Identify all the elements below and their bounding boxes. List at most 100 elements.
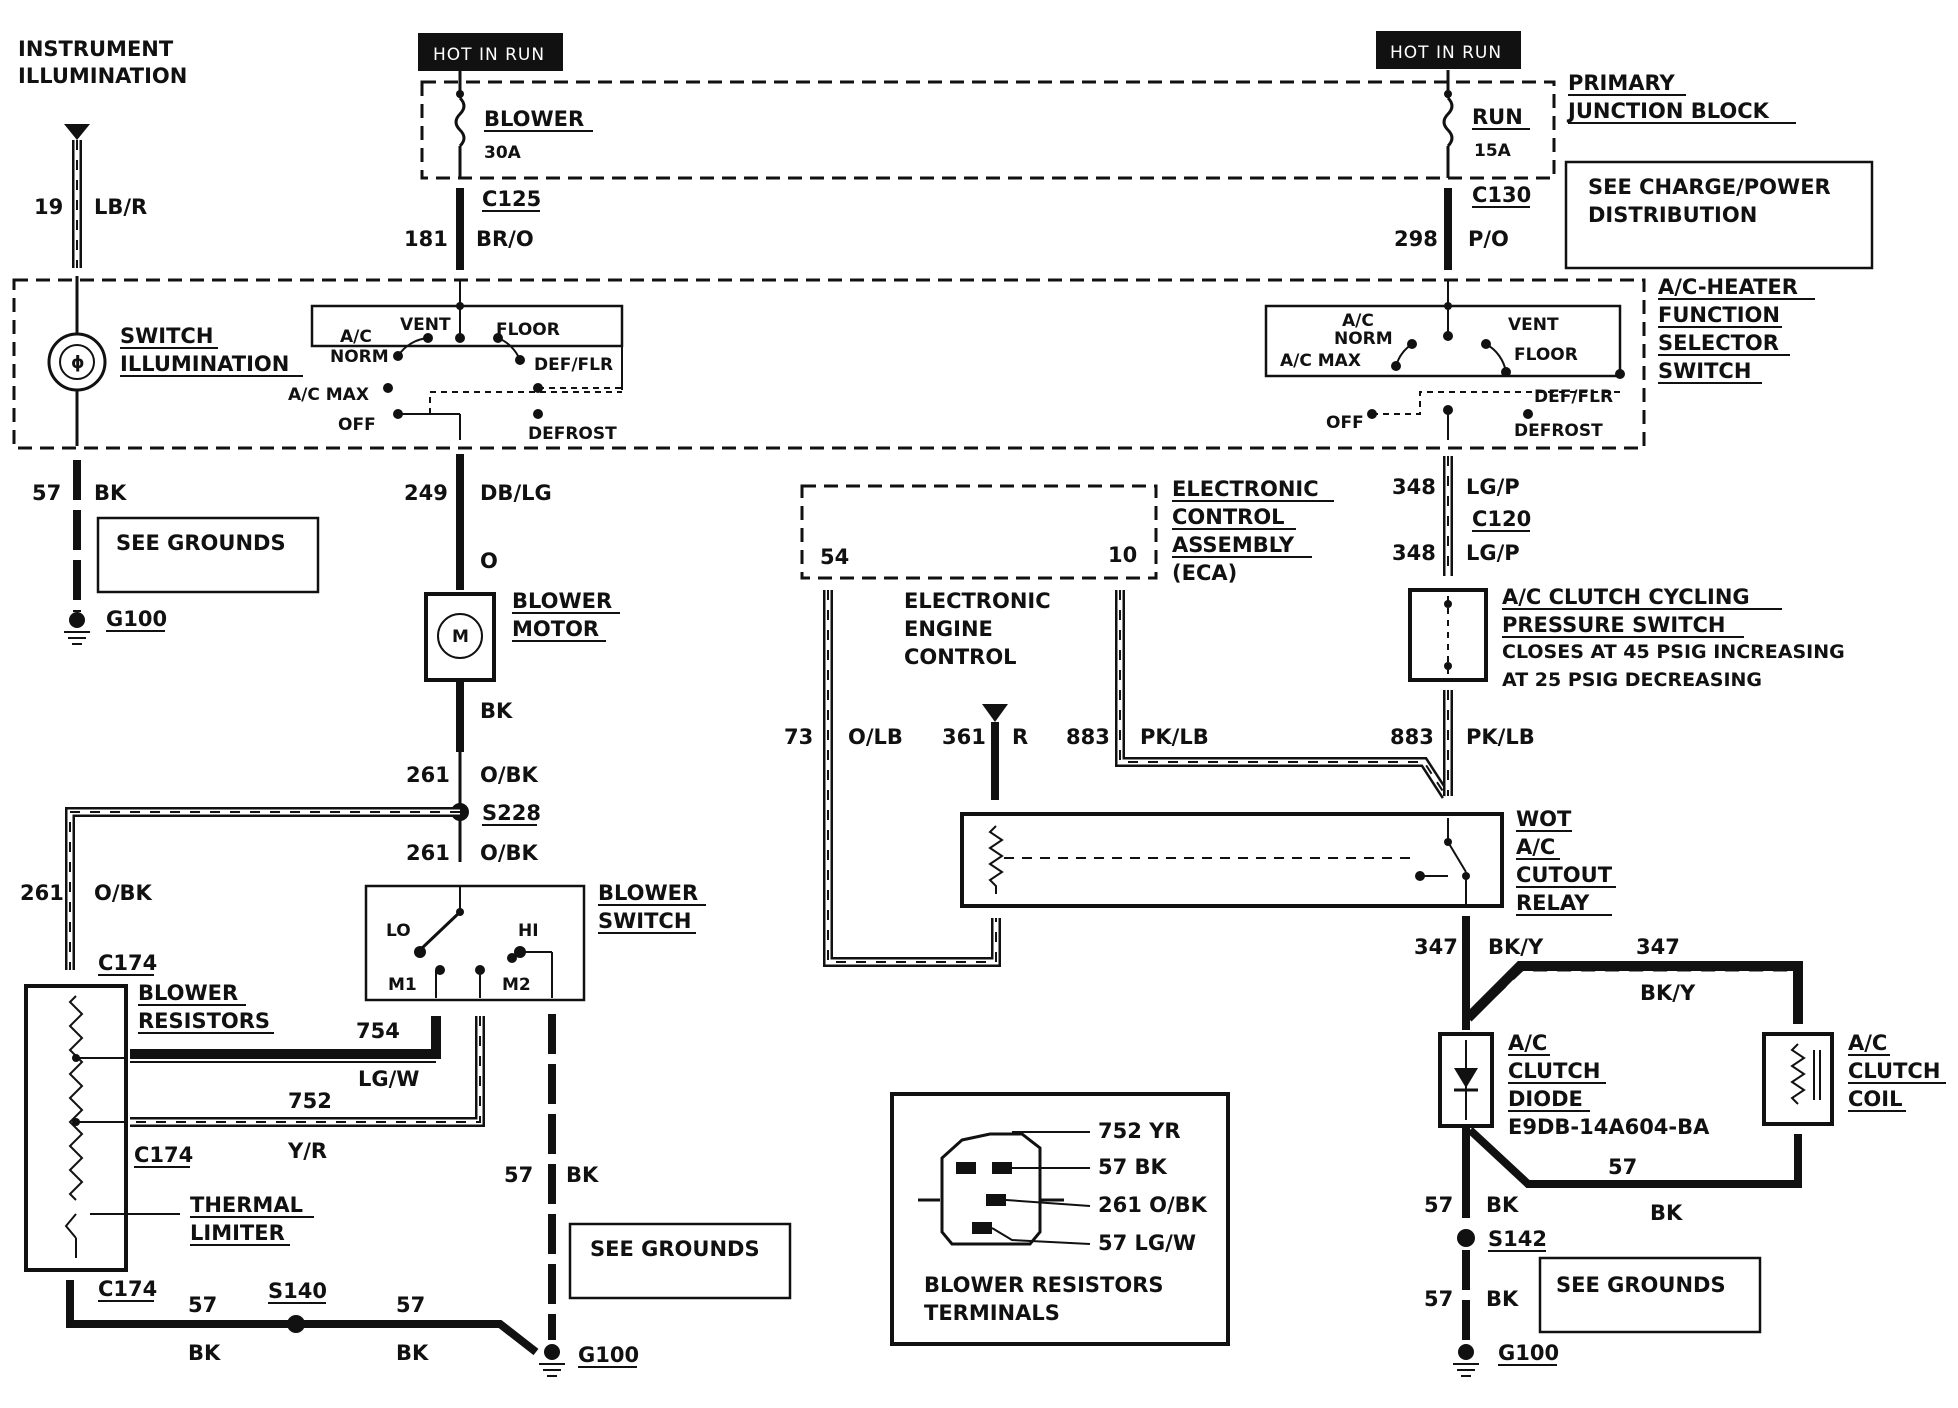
right-norm-label: NORM: [1334, 329, 1393, 349]
hot-in-run-left-tag: HOT IN RUN: [418, 33, 563, 71]
resistor-terminals-inset: [890, 1092, 1230, 1346]
s142-splice-icon: [1457, 1229, 1475, 1247]
see-charge-text-1: SEE CHARGE/POWER: [1588, 175, 1831, 199]
connector-outline-icon: [940, 1132, 1042, 1246]
blower-see-grounds-box: [568, 1222, 792, 1300]
switch-illumination-1: SWITCH: [120, 324, 213, 348]
coil-label-3: COIL: [1848, 1087, 1902, 1111]
c174-bot-label: C174: [98, 1277, 157, 1301]
wire-57-num-blower: 57: [504, 1163, 533, 1187]
motor-ground-color: BK: [480, 699, 513, 723]
cycling-switch-4: AT 25 PSIG DECREASING: [1502, 669, 1762, 691]
primary-junction-title-2: JUNCTION BLOCK: [1566, 99, 1770, 123]
relay-coil-icon: [988, 825, 1004, 894]
hot-in-run-right-text: HOT IN RUN: [1390, 43, 1502, 63]
left-acmax-label: A/C MAX: [288, 385, 369, 405]
wire-752-num: 752: [288, 1089, 332, 1113]
see-charge-power-box: [1564, 160, 1874, 270]
instrument-title-2: ILLUMINATION: [18, 64, 187, 88]
eca-title-4: (ECA): [1172, 561, 1237, 585]
instrument-title-1: INSTRUMENT: [18, 37, 174, 61]
right-vent-label: VENT: [1508, 315, 1559, 335]
wire-249-color: DB/LG: [480, 481, 552, 505]
blower-fuse-amp: 30A: [484, 143, 522, 163]
c125-label: C125: [482, 187, 541, 211]
diode-label-2: CLUTCH: [1508, 1059, 1600, 1083]
diode-part-number: E9DB-14A604-BA: [1508, 1115, 1710, 1139]
blower-m2-label: M2: [502, 975, 531, 995]
right-ac-label: A/C: [1342, 311, 1374, 331]
primary-junction-title-1: PRIMARY: [1568, 71, 1676, 95]
hot-in-run-left-text: HOT IN RUN: [433, 45, 545, 65]
wire-348-num-a: 348: [1392, 475, 1436, 499]
wire-348-num-b: 348: [1392, 541, 1436, 565]
left-selector-switch: VENT FLOOR A/C NORM DEF/FLR A/C MAX OFF …: [288, 280, 624, 444]
blower-motor-2: MOTOR: [512, 617, 599, 641]
left-floor-label: FLOOR: [496, 320, 560, 340]
eca-title-1: ELECTRONIC: [1172, 477, 1319, 501]
blower-switch-1: BLOWER: [598, 881, 698, 905]
blower-fuse-label: BLOWER: [484, 107, 584, 131]
switch-illumination-2: ILLUMINATION: [120, 352, 289, 376]
blower-motor-1: BLOWER: [512, 589, 612, 613]
blower-switch-box: [364, 884, 586, 1002]
wot-relay-2: A/C: [1516, 835, 1555, 859]
diode-wire-57: 57: [1424, 1193, 1453, 1217]
blower-ground-icon: [544, 1344, 560, 1360]
wire-752-color: Y/R: [287, 1139, 327, 1163]
wire-57-color-blower: BK: [566, 1163, 599, 1187]
wire-347-num-a: 347: [1414, 935, 1458, 959]
right-floor-label: FLOOR: [1514, 345, 1578, 365]
wire-261-color-a: O/BK: [480, 763, 539, 787]
wire-261-num-b: 261: [406, 841, 450, 865]
right-selector-switch: A/C NORM A/C MAX VENT FLOOR DEF/FLR OFF …: [1264, 280, 1625, 441]
coil-wire-57: 57: [1608, 1155, 1637, 1179]
left-off-label: OFF: [338, 415, 376, 435]
c120-label: C120: [1472, 507, 1531, 531]
selector-title-2: FUNCTION: [1658, 303, 1780, 327]
s228-label: S228: [482, 801, 541, 825]
ground-wire-bk: BK: [1486, 1287, 1519, 1311]
resistor-wire-57-b: 57: [396, 1293, 425, 1317]
wire-883-num-a: 883: [1066, 725, 1110, 749]
left-vent-label: VENT: [400, 315, 451, 335]
motor-m-glyph: M: [452, 627, 469, 647]
clutch-ground-icon: [1458, 1344, 1474, 1360]
wire-883-color-a: PK/LB: [1140, 725, 1209, 749]
wire-348-color-a: LG/P: [1466, 475, 1520, 499]
wire-181-num: 181: [404, 227, 448, 251]
wire-754-num: 754: [356, 1019, 400, 1043]
wire-73-color: O/LB: [848, 725, 903, 749]
coil-wire-bk: BK: [1650, 1201, 1683, 1225]
wire-347-color-a: BK/Y: [1488, 935, 1544, 959]
svg-text:ɸ: ɸ: [71, 353, 85, 373]
coil-icon: [1790, 1043, 1806, 1105]
run-fuse-label: RUN: [1472, 105, 1523, 129]
s142-label: S142: [1488, 1227, 1547, 1251]
blower-lo-label: LO: [386, 921, 411, 941]
wire-347-color-b: BK/Y: [1640, 981, 1696, 1005]
g100-ground-icon: [69, 612, 85, 628]
terminal-261: 261 O/BK: [1098, 1193, 1208, 1217]
wire-883-color-b: PK/LB: [1466, 725, 1535, 749]
run-fuse-amp: 15A: [1474, 141, 1512, 161]
diode-label-1: A/C: [1508, 1031, 1547, 1055]
terminal-57-bk: 57 BK: [1098, 1155, 1168, 1179]
eca-pin-54: 54: [820, 545, 849, 569]
eec-1: ELECTRONIC: [904, 589, 1051, 613]
cycling-switch-2: PRESSURE SWITCH: [1502, 613, 1726, 637]
wire-181-color: BR/O: [476, 227, 534, 251]
blower-m1-label: M1: [388, 975, 417, 995]
diode-wire-bk: BK: [1486, 1193, 1519, 1217]
blower-hi-label: HI: [518, 921, 539, 941]
blower-motor-icon: [437, 613, 483, 659]
wire-883-num-b: 883: [1390, 725, 1434, 749]
thermal-limiter-2: LIMITER: [190, 1221, 285, 1245]
clutch-see-grounds: SEE GROUNDS: [1556, 1273, 1726, 1297]
selector-title-4: SWITCH: [1658, 359, 1751, 383]
s140-splice-icon: [287, 1315, 305, 1333]
left-norm-label: NORM: [330, 347, 389, 367]
instrument-wire-num: 19: [34, 195, 63, 219]
terminal-752: 752 YR: [1098, 1119, 1181, 1143]
